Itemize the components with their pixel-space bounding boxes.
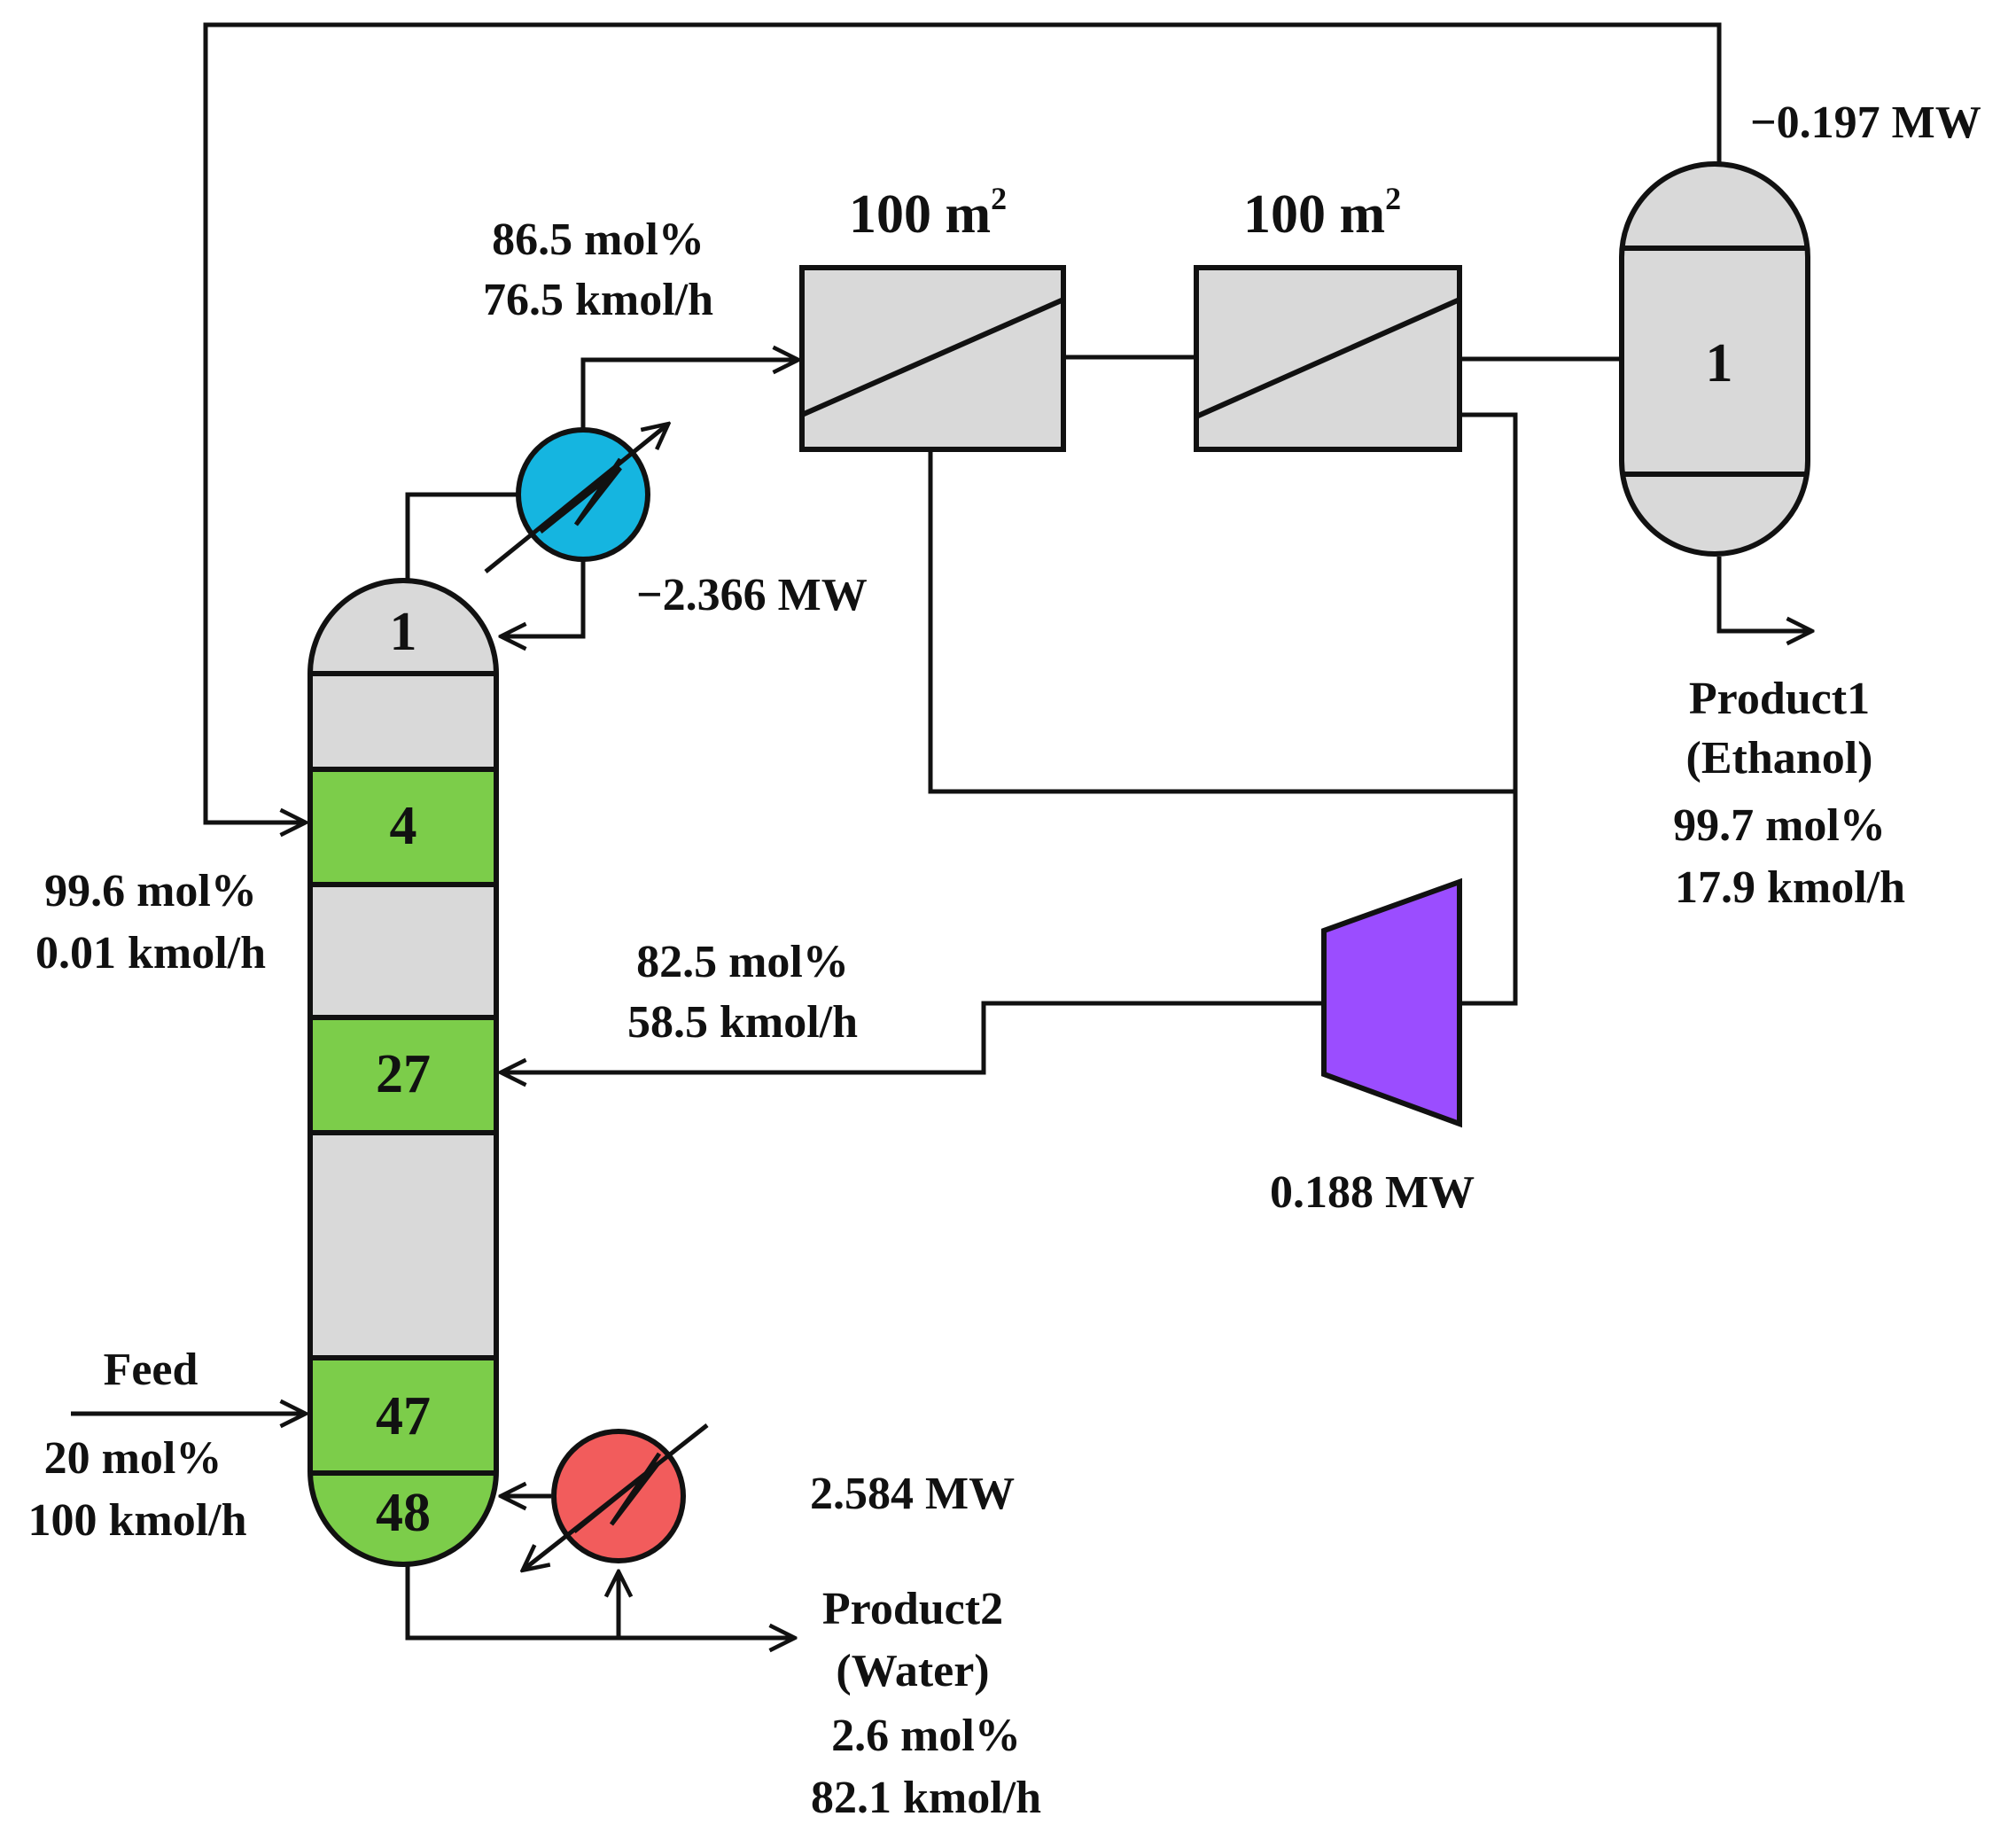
flash-drum: 1 [1619,161,1810,557]
svg-text:99.6 mol%: 99.6 mol% [44,866,257,916]
column-stage-47: 47 [376,1386,431,1446]
column-stage-1: 1 [390,602,417,662]
svg-text:Feed: Feed [104,1345,198,1395]
product2-line [405,1560,792,1638]
distillate-stream-label: 86.5 mol% 76.5 kmol/h [483,214,713,325]
overhead-vapor-line [405,492,523,583]
membrane-2-area: 100 m2 [1243,181,1401,245]
reboiler-duty: 2.584 MW [810,1469,1015,1519]
svg-text:99.7 mol%: 99.7 mol% [1673,800,1886,851]
recycle-top-line [203,22,1722,822]
membrane-1-area: 100 m2 [849,181,1007,245]
condenser [484,425,666,573]
svg-text:2.6 mol%: 2.6 mol% [831,1711,1021,1761]
column-stage-4: 4 [390,796,417,856]
column-stage-48: 48 [376,1483,431,1543]
permeate-line-2 [1459,412,1518,1006]
membrane-module-1 [799,265,1066,452]
distillation-column: 1 4 27 47 48 [307,578,499,1567]
permeate-recycle-stream-label: 82.5 mol% 58.5 kmol/h [627,937,858,1048]
column-stage-27: 27 [376,1044,431,1104]
svg-text:0.01 kmol/h: 0.01 kmol/h [35,928,266,978]
svg-text:Product1: Product1 [1689,674,1870,724]
reflux-line [503,554,586,636]
distillate-line [580,360,796,430]
svg-text:(Ethanol): (Ethanol) [1686,733,1873,783]
svg-text:76.5 kmol/h: 76.5 kmol/h [483,275,713,325]
reboiler [525,1423,709,1569]
permeate-recycle-line [503,1001,1324,1072]
condenser-duty: −2.366 MW [636,570,868,620]
compressor [1321,877,1462,1128]
drum-stage-1: 1 [1706,333,1733,394]
svg-text:Product2: Product2 [822,1584,1003,1634]
svg-text:100 kmol/h: 100 kmol/h [27,1495,246,1546]
recycle-top-stream-label: 99.6 mol% 0.01 kmol/h [35,866,266,978]
svg-text:20 mol%: 20 mol% [44,1433,222,1484]
product1-stream-label: Product1 (Ethanol) 99.7 mol% 17.9 kmol/h [1673,674,1905,913]
svg-text:58.5 kmol/h: 58.5 kmol/h [627,997,858,1048]
feed-stream-label: Feed 20 mol% 100 kmol/h [27,1345,246,1546]
svg-text:17.9 kmol/h: 17.9 kmol/h [1675,862,1905,913]
membrane-module-2 [1194,265,1462,452]
svg-text:82.5 mol%: 82.5 mol% [636,937,849,987]
product2-stream-label: Product2 (Water) 2.6 mol% 82.1 kmol/h [811,1584,1041,1823]
svg-text:86.5 mol%: 86.5 mol% [492,214,704,265]
permeate-line-1 [928,449,1515,794]
product1-line [1716,557,1810,631]
svg-text:(Water): (Water) [836,1646,989,1696]
compressor-duty: 0.188 MW [1270,1167,1475,1218]
drum-duty: −0.197 MW [1750,97,1981,148]
svg-text:82.1 kmol/h: 82.1 kmol/h [811,1773,1041,1823]
